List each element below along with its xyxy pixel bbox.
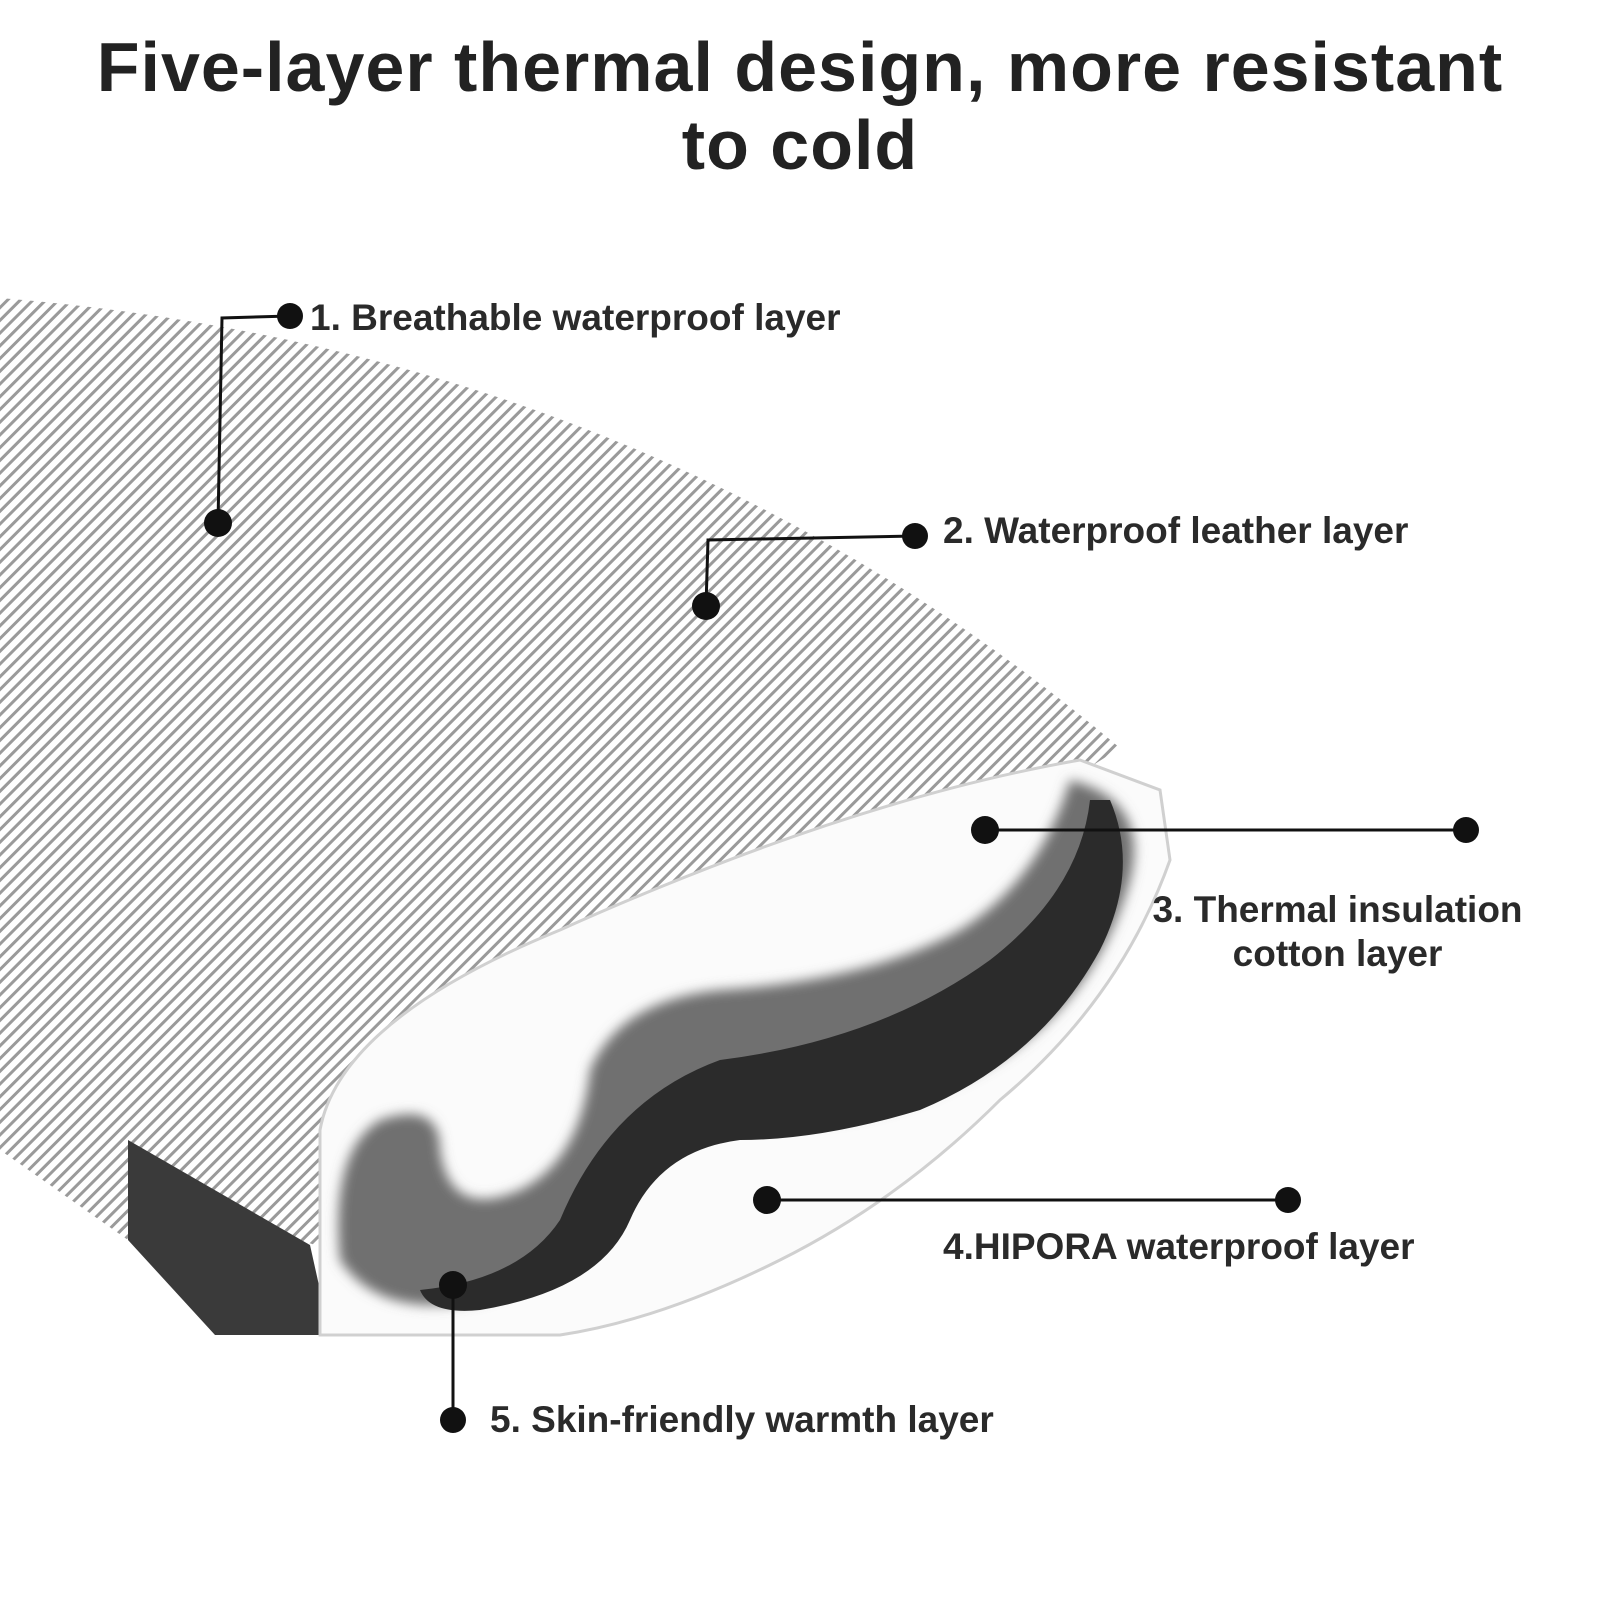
dark-layer bbox=[420, 800, 1123, 1311]
layer-2-dot-start bbox=[902, 523, 928, 549]
title-line-1: Five-layer thermal design, more resistan… bbox=[96, 28, 1504, 106]
outer-leather-sole bbox=[128, 1140, 330, 1335]
layer-2-dot-end bbox=[692, 592, 720, 620]
layer-3-label-line-1: 3. Thermal insulation bbox=[1152, 889, 1523, 930]
layer-3-label-line-2: cotton layer bbox=[1232, 933, 1443, 974]
layer-5-dot-start bbox=[439, 1271, 467, 1299]
layer-3-dot-start bbox=[971, 816, 999, 844]
layer-3-label: 3. Thermal insulation cotton layer bbox=[1140, 888, 1535, 976]
layer-1-dot-start bbox=[277, 303, 303, 329]
layer-4-dot-end bbox=[1275, 1187, 1301, 1213]
layer-4-dot-start bbox=[753, 1186, 781, 1214]
title-line-2: to cold bbox=[681, 106, 919, 184]
layer-1-dot-end bbox=[204, 509, 232, 537]
hatched-boot-upper bbox=[0, 298, 1120, 1250]
layer-3-dot-end bbox=[1453, 817, 1479, 843]
layer-5-label: 5. Skin-friendly warmth layer bbox=[490, 1399, 994, 1440]
page-title: Five-layer thermal design, more resistan… bbox=[0, 28, 1600, 184]
gray-fuzzy-layer bbox=[338, 780, 1134, 1305]
layer-1-label: 1. Breathable waterproof layer bbox=[310, 297, 841, 338]
layer-2-label: 2. Waterproof leather layer bbox=[943, 510, 1409, 551]
layer-5-dot-end bbox=[440, 1407, 466, 1433]
layer-4-label: 4.HIPORA waterproof layer bbox=[943, 1226, 1415, 1267]
